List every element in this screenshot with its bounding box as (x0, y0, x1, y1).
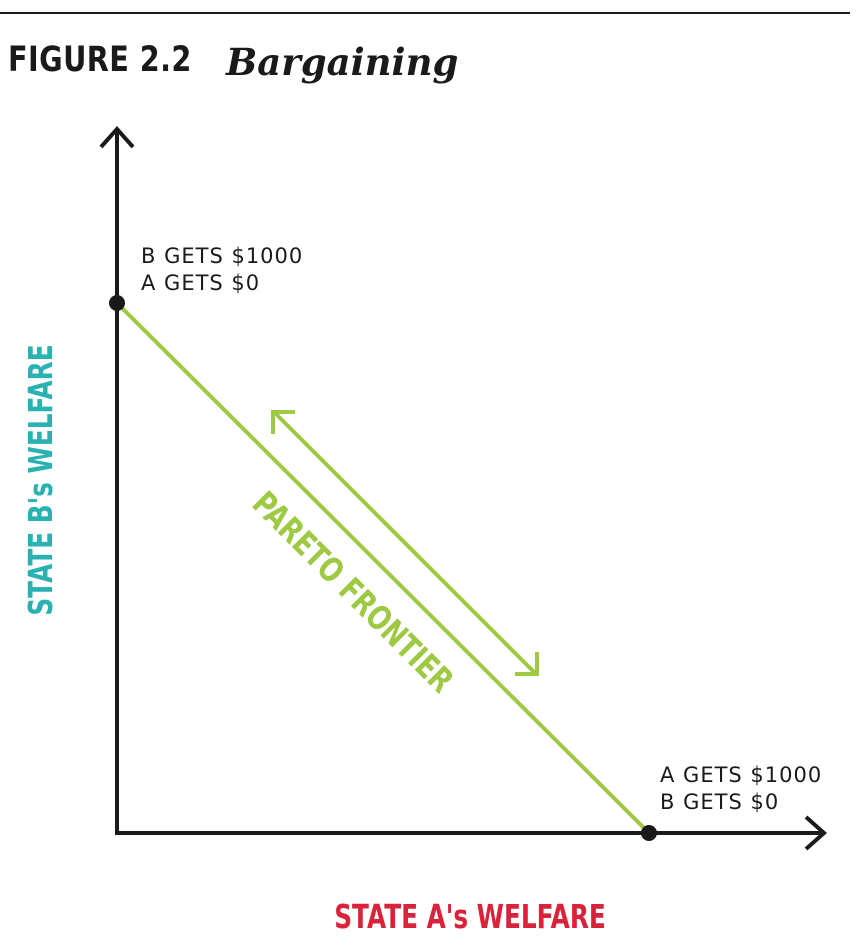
pareto-frontier-line (115, 301, 651, 835)
x-axis-label: STATE A's WELFARE (334, 897, 606, 935)
y-axis-label: STATE B's WELFARE (21, 344, 59, 615)
top-rule (0, 12, 850, 14)
figure-title: Bargaining (226, 40, 459, 84)
point-label-a-line2: B GETS $0 (660, 790, 779, 814)
y-axis-arrowhead (99, 125, 135, 149)
endpoint-b-all (109, 295, 125, 311)
frontier-double-arrow (272, 410, 538, 676)
point-label-a-line1: A GETS $1000 (660, 763, 822, 787)
endpoint-a-all (641, 825, 657, 841)
x-axis-arrowhead (804, 815, 828, 851)
frontier-arrowhead-lower (515, 652, 539, 676)
figure-label: FIGURE 2.2 (8, 40, 192, 80)
point-label-b-line2: A GETS $0 (141, 271, 260, 295)
point-label-b-line1: B GETS $1000 (141, 244, 303, 268)
frontier-arrowhead-upper (271, 410, 295, 434)
frontier-label: PARETO FRONTIER (245, 484, 461, 700)
